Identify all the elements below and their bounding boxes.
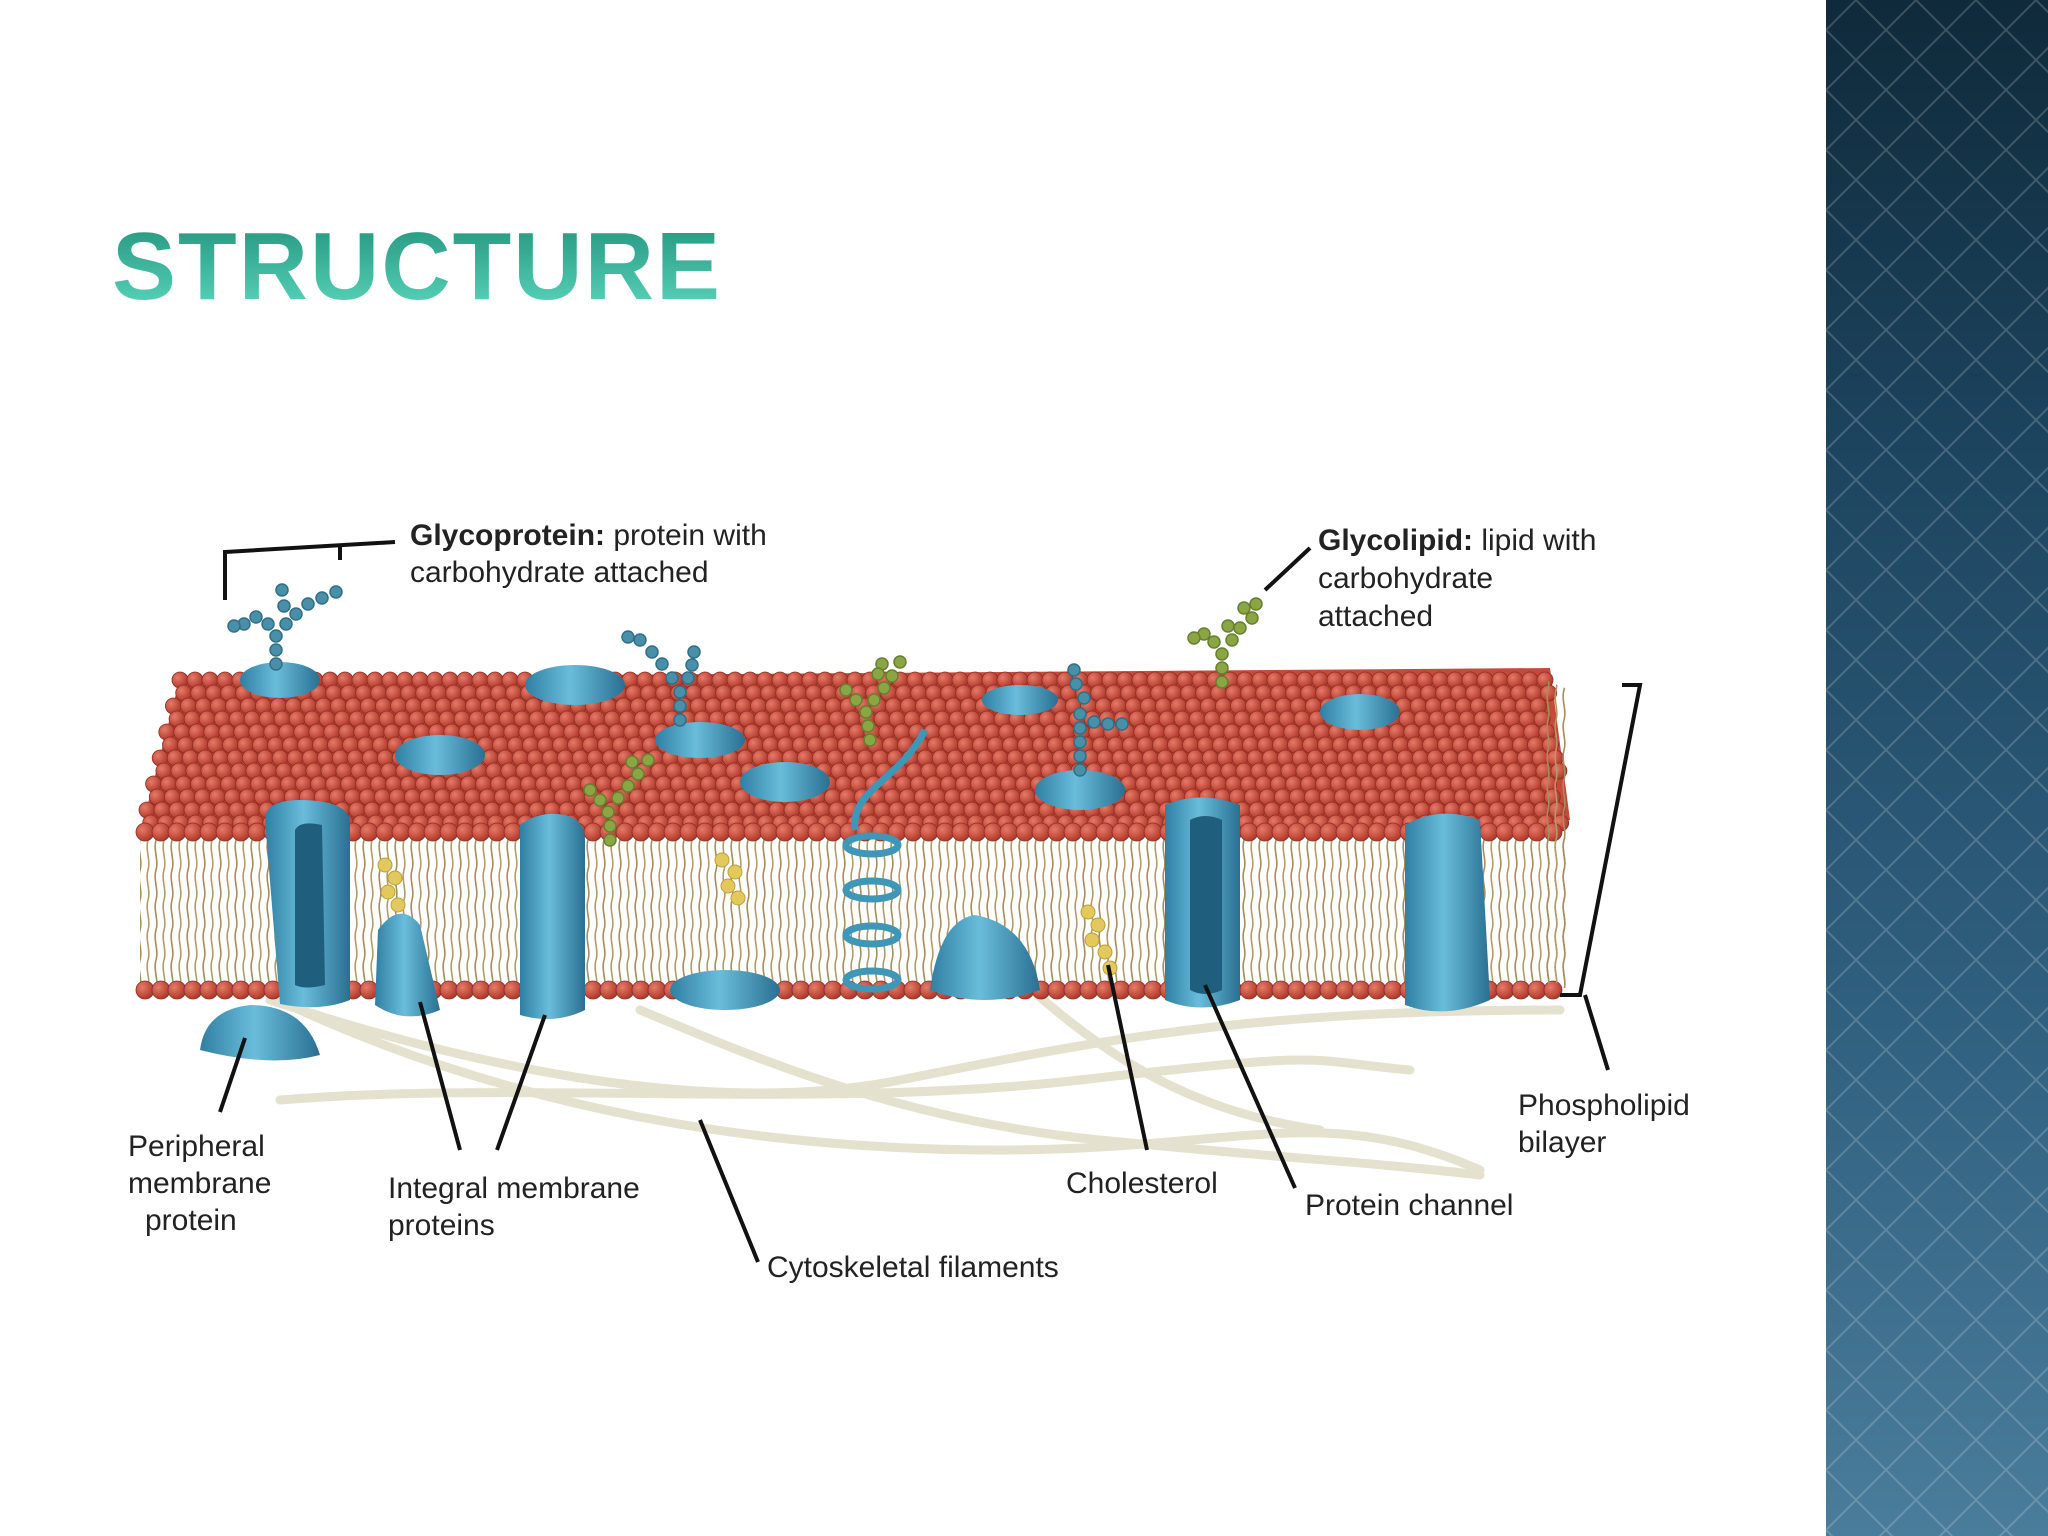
- svg-text:Glycolipid: lipid with: Glycolipid: lipid with: [1318, 524, 1596, 557]
- glycoprotein-desc-1: protein with: [605, 519, 767, 552]
- bilayer-label-1: Phospholipid: [1518, 1089, 1690, 1122]
- cytoskeletal-label: Cytoskeletal filaments: [767, 1251, 1059, 1284]
- integral-membrane-protein: [375, 813, 585, 1019]
- glycoprotein-term: Glycoprotein:: [410, 519, 605, 552]
- integral-label-1: Integral membrane: [388, 1172, 640, 1205]
- integral-membrane-protein: [1405, 813, 1490, 1012]
- glycoprotein-desc-2: carbohydrate attached: [410, 556, 709, 589]
- protein-channel: [1165, 797, 1240, 1008]
- peripheral-label-2: membrane: [128, 1167, 271, 1200]
- glycolipid-desc-2: carbohydrate: [1318, 562, 1493, 595]
- lipid-heads-front: [135, 822, 1563, 842]
- svg-text:Glycoprotein: protein with: Glycoprotein: protein with: [410, 519, 767, 552]
- membrane-diagram: Glycoprotein: protein with carbohydrate …: [128, 519, 1690, 1284]
- helical-transmembrane-protein: [842, 728, 929, 993]
- sidebar-pattern: [1826, 0, 2048, 1536]
- peripheral-label-1: Peripheral: [128, 1130, 265, 1163]
- cholesterol-label: Cholesterol: [1066, 1167, 1218, 1200]
- decorative-sidebar: [1826, 0, 2048, 1536]
- surface-proteins: [240, 662, 1400, 1010]
- integral-membrane-protein: [265, 800, 350, 1008]
- glycolipid-desc-3: attached: [1318, 600, 1433, 633]
- integral-label-2: proteins: [388, 1209, 495, 1242]
- cytoskeletal-filaments: [265, 975, 1565, 1180]
- glycolipid-desc-1: lipid with: [1473, 524, 1596, 557]
- peripheral-label-3: protein: [145, 1204, 237, 1237]
- glycolipid-term: Glycolipid:: [1318, 524, 1473, 557]
- slide-title: STRUCTURE: [112, 213, 722, 320]
- peripheral-membrane-protein: [200, 1005, 320, 1061]
- label-lines: [218, 540, 1643, 1263]
- cholesterol-molecules: [377, 852, 1118, 976]
- bilayer-label-2: bilayer: [1518, 1126, 1606, 1159]
- protein-channel-label: Protein channel: [1305, 1189, 1513, 1222]
- glycolipid-carbohydrate: [583, 597, 1263, 847]
- integral-membrane-protein: [930, 915, 1040, 1000]
- glycoprotein-carbohydrate: [227, 583, 1129, 777]
- slide-canvas: STRUCTURE: [112, 213, 1690, 1284]
